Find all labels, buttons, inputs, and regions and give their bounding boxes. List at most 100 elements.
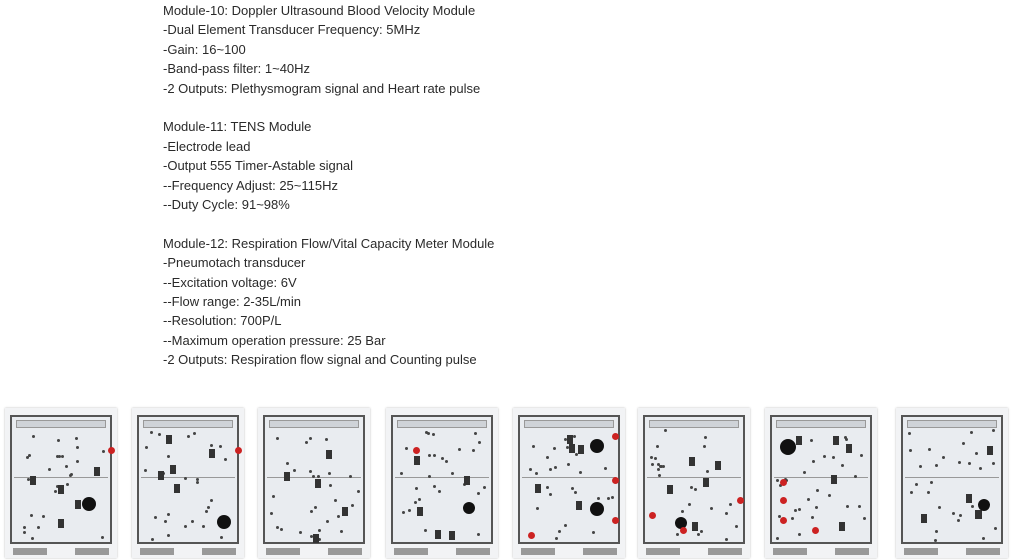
jack-socket <box>28 453 32 457</box>
knob <box>780 439 796 455</box>
jack-socket <box>417 498 421 502</box>
jack-socket <box>822 455 826 459</box>
jack-socket <box>693 487 697 491</box>
jack-socket <box>158 433 162 437</box>
jack-socket <box>285 462 289 466</box>
jack-socket <box>591 530 595 534</box>
jack-socket <box>811 460 815 464</box>
jack-socket <box>471 448 475 452</box>
ic-chip <box>158 470 165 480</box>
jack-socket <box>810 515 814 519</box>
jack-socket <box>918 464 922 468</box>
jack-socket <box>276 436 280 440</box>
jack-socket <box>935 530 939 534</box>
jack-socket <box>70 473 74 477</box>
jack-socket <box>908 449 912 453</box>
module-panel-photo <box>5 408 117 558</box>
red-terminal <box>737 497 744 504</box>
jack-socket <box>957 461 961 465</box>
panel-label-plate <box>904 548 938 555</box>
jack-socket <box>29 514 33 517</box>
jack-socket <box>854 474 858 478</box>
jack-socket <box>271 495 275 499</box>
ic-chip <box>57 484 64 494</box>
jack-socket <box>710 506 714 510</box>
red-terminal <box>649 512 656 519</box>
ic-chip <box>165 435 172 445</box>
panel-divider <box>141 477 235 478</box>
jack-socket <box>426 432 430 436</box>
jack-socket <box>574 491 578 495</box>
panel-frame <box>137 415 242 544</box>
jack-socket <box>700 529 704 533</box>
module-panel-photo <box>258 408 370 558</box>
panel-label-plate <box>773 548 807 555</box>
ic-chip <box>976 509 983 519</box>
jack-socket <box>55 484 59 488</box>
jack-socket <box>427 474 431 478</box>
jack-socket <box>571 486 575 490</box>
jack-socket <box>696 532 700 536</box>
jack-socket <box>797 508 801 512</box>
jack-socket <box>992 429 996 433</box>
ic-chip <box>966 494 973 504</box>
jack-socket <box>909 491 913 494</box>
module-specs: Module-10: Doppler Ultrasound Blood Velo… <box>163 1 494 389</box>
knob <box>978 499 990 511</box>
jack-socket <box>428 454 432 458</box>
jack-socket <box>794 509 798 513</box>
jack-socket <box>690 485 694 489</box>
jack-socket <box>992 462 996 466</box>
ic-chip <box>831 474 838 484</box>
jack-socket <box>650 455 654 459</box>
panel-title-strip <box>269 420 359 428</box>
panel-title-strip <box>776 420 866 428</box>
jack-socket <box>187 434 191 438</box>
module-panel-photo <box>386 408 498 558</box>
jack-socket <box>535 506 539 510</box>
jack-socket <box>150 431 154 435</box>
ic-chip <box>173 483 180 493</box>
red-terminal <box>413 447 420 454</box>
jack-socket <box>327 472 331 476</box>
jack-socket <box>413 501 417 505</box>
module-12-spec: Module-12: Respiration Flow/Vital Capaci… <box>163 234 494 370</box>
jack-socket <box>31 537 35 541</box>
panel-label-plate <box>456 548 490 555</box>
panel-title-strip <box>16 420 106 428</box>
panel-label-plate <box>328 548 362 555</box>
jack-socket <box>339 529 343 533</box>
jack-socket <box>528 467 532 471</box>
jack-socket <box>192 431 196 435</box>
panel-frame <box>643 415 745 544</box>
panel-title-strip <box>907 420 997 428</box>
jack-socket <box>195 480 199 484</box>
ic-chip <box>832 435 839 445</box>
ic-chip <box>796 436 803 446</box>
jack-socket <box>415 487 418 491</box>
spec-line: -Output 555 Timer-Astable signal <box>163 158 354 174</box>
jack-socket <box>457 447 461 451</box>
jack-socket <box>791 516 795 520</box>
ic-chip <box>714 460 721 470</box>
red-terminal <box>235 447 242 454</box>
jack-socket <box>814 506 818 510</box>
knob <box>590 439 604 453</box>
ic-chip <box>845 444 852 454</box>
panel-title-strip <box>524 420 614 428</box>
jack-socket <box>76 446 80 450</box>
jack-socket <box>58 454 62 458</box>
jack-socket <box>53 489 57 493</box>
jack-socket <box>938 506 942 510</box>
spec-line: -Dual Element Transducer Frequency: 5MHz <box>163 22 421 38</box>
jack-socket <box>725 511 729 515</box>
jack-socket <box>957 518 961 522</box>
ic-chip <box>414 456 421 466</box>
jack-socket <box>654 457 658 461</box>
jack-socket <box>26 477 30 481</box>
ic-chip <box>703 478 710 488</box>
jack-socket <box>778 483 782 487</box>
panel-divider <box>395 477 489 478</box>
red-terminal <box>780 517 787 524</box>
jack-socket <box>859 454 863 458</box>
